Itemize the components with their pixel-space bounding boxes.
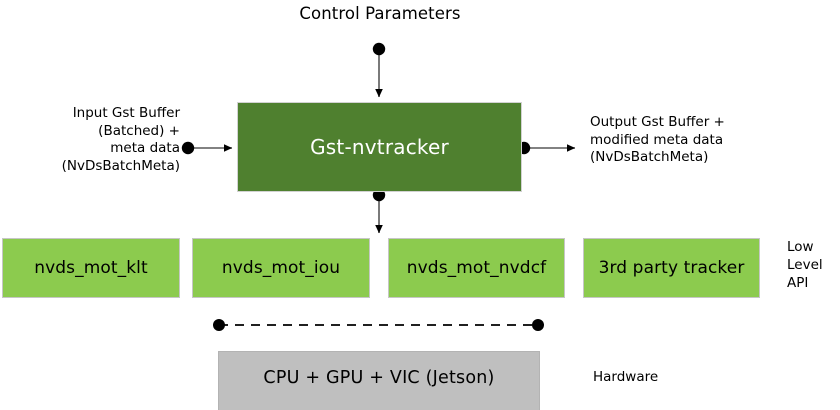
low-level-api-note-line-3: API (787, 275, 809, 291)
input-caption-line-4: (NvDsBatchMeta) (61, 157, 180, 174)
low-level-box-label: nvds_mot_klt (34, 258, 148, 278)
input-caption-line-1: Input Gst Buffer (72, 105, 180, 121)
low-level-box-label: nvds_mot_iou (221, 258, 341, 278)
hardware-block[interactable]: CPU + GPU + VIC (Jetson) (218, 351, 540, 410)
low-level-api-note: Low Level API (787, 238, 823, 292)
input-connector (181, 141, 233, 155)
hardware-block-label: CPU + GPU + VIC (Jetson) (263, 368, 495, 388)
low-level-box-label: nvds_mot_nvdcf (406, 258, 547, 278)
low-level-api-note-line-2: Level (787, 257, 823, 273)
output-connector (517, 141, 576, 155)
low-level-api-note-line-1: Low (787, 239, 814, 255)
low-level-connector (372, 188, 386, 234)
gst-nvtracker-label: Gst-nvtracker (310, 135, 449, 159)
output-buffer-caption: Output Gst Buffer + modified meta data (… (590, 114, 825, 167)
control-parameters-connector (372, 42, 386, 98)
output-caption-line-1: Output Gst Buffer + (590, 114, 725, 130)
hardware-note: Hardware (593, 369, 659, 385)
control-parameters-label: Control Parameters (299, 4, 461, 23)
low-level-box-label: 3rd party tracker (598, 258, 745, 278)
gst-nvtracker-block[interactable]: Gst-nvtracker (237, 102, 522, 192)
low-level-box-nvds-mot-klt[interactable]: nvds_mot_klt (2, 238, 180, 298)
output-caption-line-3: (NvDsBatchMeta) (590, 149, 709, 165)
low-level-box-nvds-mot-nvdcf[interactable]: nvds_mot_nvdcf (388, 238, 565, 298)
output-caption-line-2: modified meta data (590, 131, 724, 148)
input-buffer-caption: Input Gst Buffer (Batched) + meta data (… (20, 105, 180, 175)
input-caption-line-3: meta data (110, 140, 180, 156)
low-level-box-3rd-party-tracker[interactable]: 3rd party tracker (583, 238, 760, 298)
low-level-box-nvds-mot-iou[interactable]: nvds_mot_iou (192, 238, 370, 298)
hardware-dashed-connector (213, 319, 544, 331)
input-caption-line-2: (Batched) + (98, 122, 180, 139)
